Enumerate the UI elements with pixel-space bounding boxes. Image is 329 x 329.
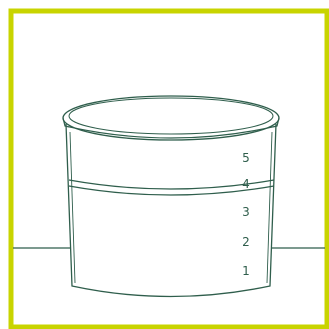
scale-mark-5: 5 — [242, 151, 250, 165]
scale-mark-4: 4 — [242, 177, 250, 191]
scale-mark-3: 3 — [242, 205, 250, 219]
scale-mark-1: 1 — [242, 264, 250, 278]
scale-mark-2: 2 — [242, 235, 250, 249]
container-rim-outer — [63, 96, 279, 140]
